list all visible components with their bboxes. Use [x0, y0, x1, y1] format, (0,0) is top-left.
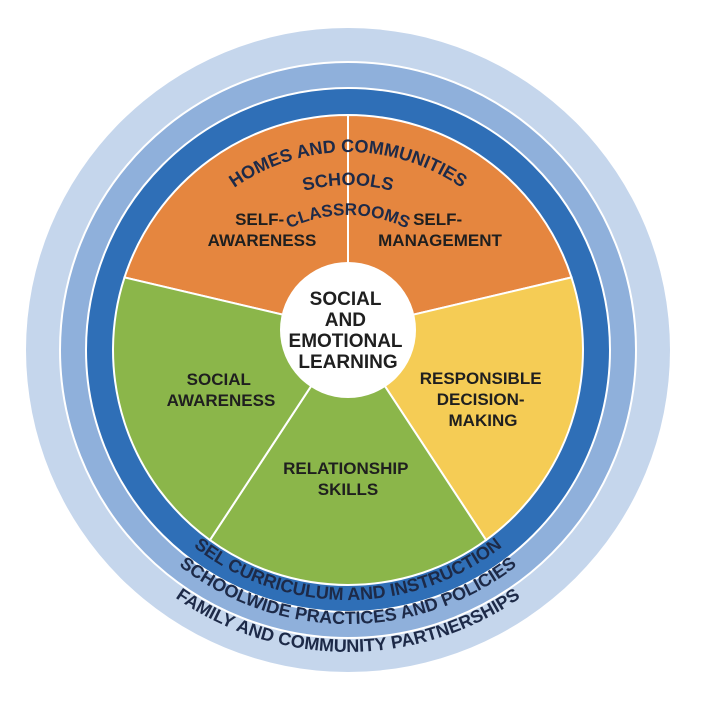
- center-circle: [280, 262, 416, 398]
- competency-label-social-awareness: SOCIAL AWARENESS: [167, 370, 276, 410]
- center-label-line4: LEARNING: [298, 352, 397, 373]
- competency-label-relationship-skills: RELATIONSHIP SKILLS: [283, 459, 413, 499]
- ring-divider-inner: [85, 87, 611, 613]
- ring-divider-outer: [59, 61, 637, 639]
- competency-label-self-management: SELF- MANAGEMENT: [378, 210, 502, 250]
- center-label-line3: EMOTIONAL: [289, 331, 403, 352]
- competency-label-responsible-decision-making: RESPONSIBLE DECISION- MAKING: [420, 369, 547, 430]
- wedge-self-management: [347, 113, 573, 332]
- wedge-relationship-skills: [208, 328, 488, 586]
- wedge-self-awareness: [123, 113, 349, 332]
- center-label-line1: SOCIAL: [310, 289, 382, 310]
- center-label-line2: AND: [325, 310, 366, 331]
- center-label: SOCIAL AND EMOTIONAL LEARNING: [289, 289, 408, 373]
- competency-label-self-awareness: SELF- AWARENESS: [208, 210, 317, 250]
